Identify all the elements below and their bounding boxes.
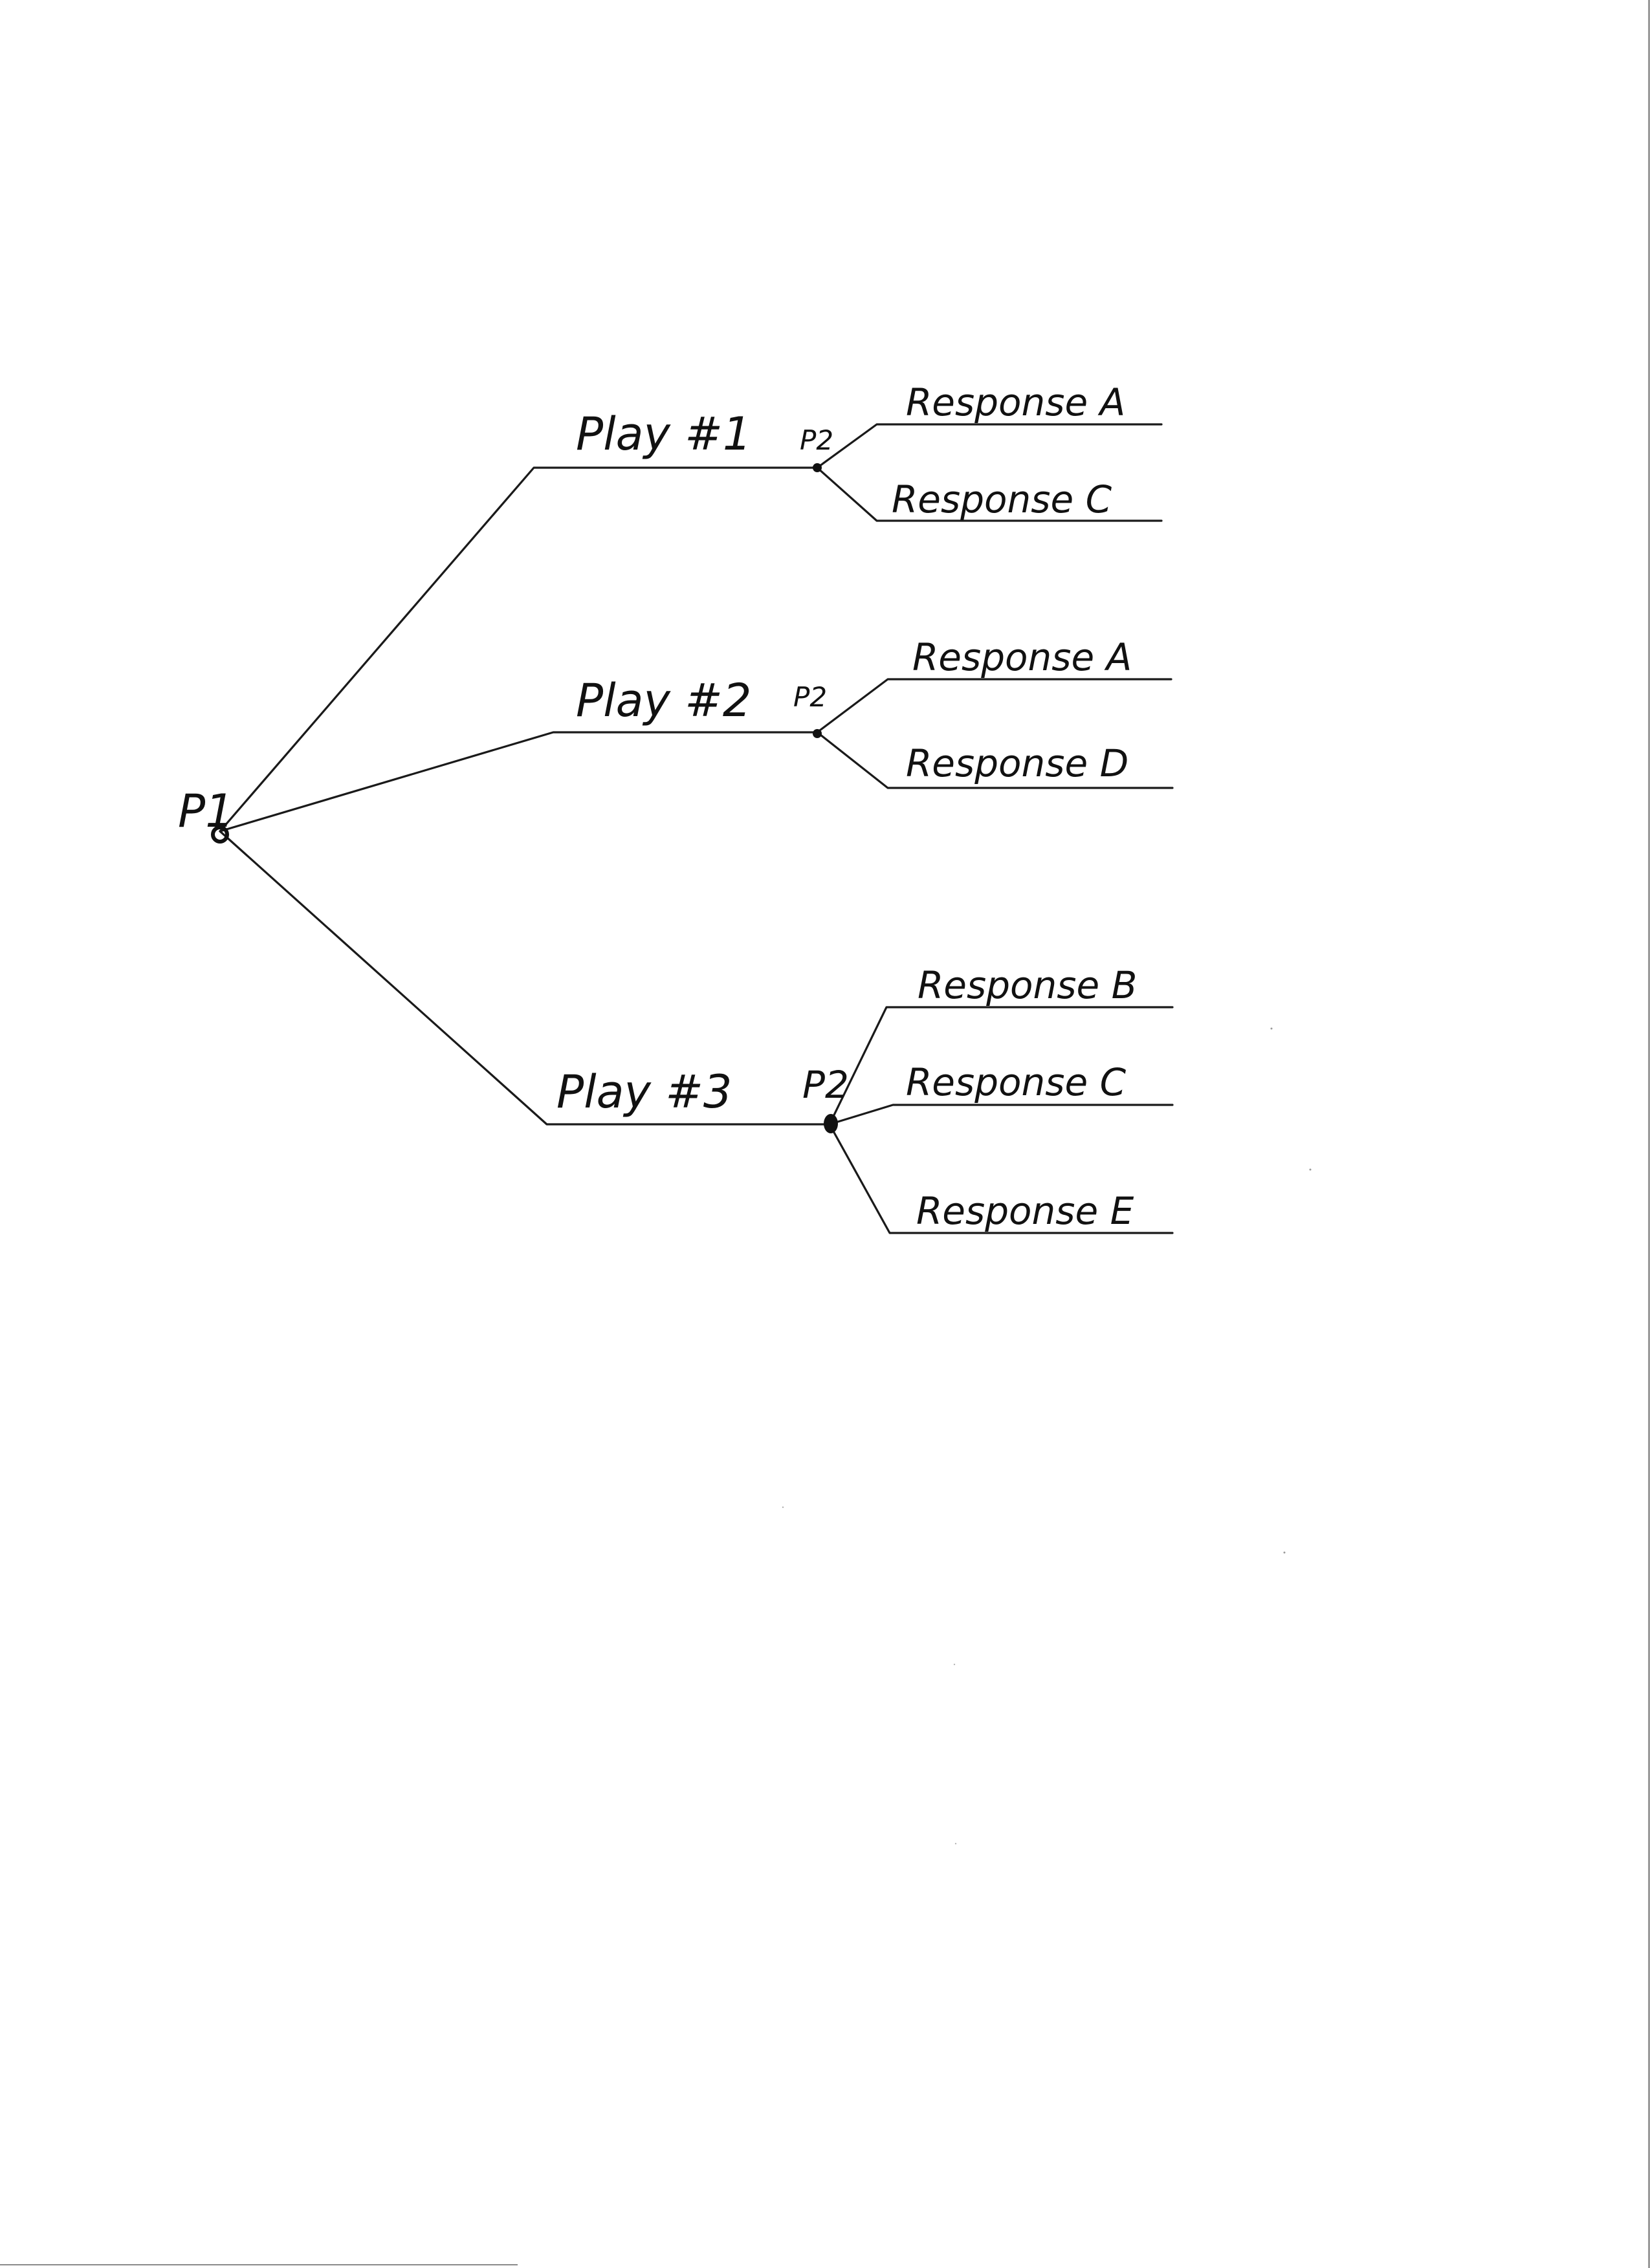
branch-root-play-3 bbox=[219, 830, 831, 1126]
play-3-response-2-label: Response C bbox=[906, 1060, 1127, 1104]
root-node bbox=[211, 825, 229, 844]
page-scan-bottom-edge bbox=[0, 2264, 518, 2265]
branch-play-3-response-1 bbox=[828, 1006, 1174, 1126]
play-3-node-label: P2 bbox=[802, 1063, 849, 1107]
play-2-response-1-label: Response A bbox=[912, 635, 1132, 679]
play-1-label: Play #1 bbox=[576, 408, 751, 461]
branch-play-1-response-2 bbox=[816, 466, 1163, 522]
page-scan-edge bbox=[1648, 0, 1650, 2268]
play-3-label: Play #3 bbox=[556, 1065, 732, 1118]
decision-node-play-2 bbox=[813, 729, 822, 738]
play-2-response-2-label: Response D bbox=[906, 741, 1128, 785]
branch-play-1-response-1 bbox=[816, 423, 1163, 469]
decision-node-play-3 bbox=[824, 1114, 838, 1133]
branch-play-2-response-1 bbox=[816, 678, 1172, 734]
scan-speck bbox=[953, 1663, 956, 1666]
branch-play-3-response-3 bbox=[828, 1123, 1174, 1234]
play-1-response-1-label: Response A bbox=[906, 380, 1125, 424]
play-1-response-2-label: Response C bbox=[892, 477, 1112, 521]
branch-root-play-2 bbox=[219, 731, 819, 833]
root-label: P1 bbox=[178, 785, 234, 838]
scan-speck bbox=[1270, 1027, 1273, 1030]
play-1-node-label: P2 bbox=[800, 424, 833, 456]
play-2-node-label: P2 bbox=[793, 681, 827, 713]
branch-root-play-1 bbox=[219, 466, 819, 833]
scan-speck bbox=[1283, 1551, 1286, 1554]
scan-speck bbox=[1309, 1168, 1312, 1171]
scan-speck bbox=[782, 1506, 784, 1509]
branch-play-2-response-2 bbox=[816, 731, 1174, 789]
decision-node-play-1 bbox=[813, 463, 822, 472]
branch-play-3-response-2 bbox=[828, 1104, 1174, 1126]
play-3-response-1-label: Response B bbox=[918, 963, 1137, 1007]
play-2-label: Play #2 bbox=[576, 674, 751, 727]
scan-speck bbox=[954, 1842, 957, 1845]
play-3-response-3-label: Response E bbox=[916, 1189, 1134, 1233]
